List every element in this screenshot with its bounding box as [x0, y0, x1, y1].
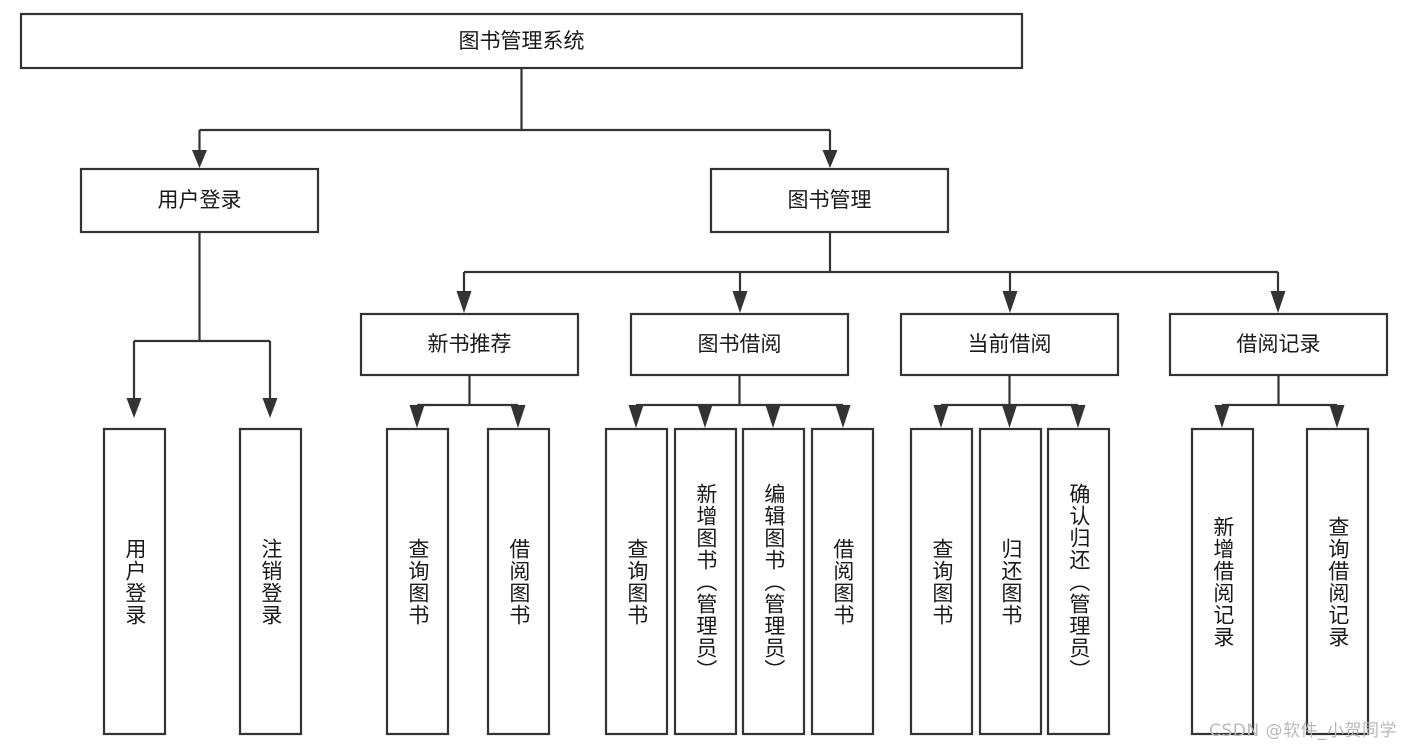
node-box [19, 12, 1024, 70]
node-box [1305, 427, 1370, 736]
node-box [1046, 427, 1111, 736]
node-leaf-borrow-book-2[interactable]: 借阅图书 [810, 427, 875, 736]
node-book-borrow[interactable]: 图书借阅 [629, 312, 850, 377]
node-leaf-user-login[interactable]: 用户登录 [102, 427, 167, 736]
arrow-head-icon [456, 291, 472, 313]
node-book-management[interactable]: 图书管理 [709, 167, 950, 234]
node-label: 归还图书 [998, 537, 1023, 626]
arrow-head-icon [822, 150, 838, 168]
node-leaf-confirm-return-admin[interactable]: 确认归还（管理员） [1046, 427, 1111, 736]
node-label: 查询图书 [405, 537, 430, 626]
node-label: 图书借阅 [698, 332, 782, 356]
node-label: 注销登录 [258, 537, 283, 626]
node-label: 确认归还（管理员） [1066, 482, 1091, 681]
node-box [79, 167, 320, 234]
node-box [385, 427, 450, 736]
node-label: 新增图书（管理员） [693, 482, 718, 681]
node-label: 当前借阅 [968, 332, 1052, 356]
arrow-head-icon [1002, 405, 1017, 428]
node-leaf-add-book-admin[interactable]: 新增图书（管理员） [673, 427, 738, 736]
arrow-head-icon [409, 405, 425, 428]
node-label: 用户登录 [122, 537, 147, 626]
node-label: 查询图书 [624, 537, 649, 626]
arrow-head-icon [1329, 405, 1345, 428]
node-label: 图书管理系统 [459, 29, 585, 53]
arrow-head-icon [835, 405, 851, 428]
node-label: 编辑图书（管理员） [761, 482, 786, 681]
node-box [604, 427, 669, 736]
node-leaf-query-book-1[interactable]: 查询图书 [385, 427, 450, 736]
node-box [1190, 427, 1255, 736]
node-borrow-records[interactable]: 借阅记录 [1168, 312, 1389, 377]
edge-group [126, 68, 1345, 428]
node-label: 新增借阅记录 [1210, 515, 1235, 648]
arrow-head-icon [765, 405, 781, 428]
node-leaf-borrow-book-1[interactable]: 借阅图书 [486, 427, 551, 736]
node-root-book-management-system[interactable]: 图书管理系统 [19, 12, 1024, 70]
node-label: 查询图书 [929, 537, 954, 626]
node-box [238, 427, 303, 736]
node-box [909, 427, 974, 736]
node-box [978, 427, 1043, 736]
node-box [709, 167, 950, 234]
arrow-head-icon [510, 405, 526, 428]
node-box [359, 312, 580, 377]
arrow-head-icon [192, 150, 207, 168]
node-current-borrow[interactable]: 当前借阅 [899, 312, 1120, 377]
arrow-head-icon [262, 398, 278, 418]
node-user-login[interactable]: 用户登录 [79, 167, 320, 234]
node-box [486, 427, 551, 736]
node-box [102, 427, 167, 736]
node-new-book-recommend[interactable]: 新书推荐 [359, 312, 580, 377]
node-label: 用户登录 [158, 188, 242, 212]
node-label: 图书管理 [788, 188, 872, 212]
node-box [629, 312, 850, 377]
node-box [1168, 312, 1389, 377]
node-box [673, 427, 738, 736]
arrow-head-icon [628, 405, 644, 428]
arrow-head-icon [933, 405, 949, 428]
node-box [741, 427, 806, 736]
node-label: 借阅记录 [1237, 332, 1321, 356]
node-label: 借阅图书 [830, 537, 855, 626]
node-label: 查询借阅记录 [1325, 515, 1350, 648]
node-label: 借阅图书 [506, 537, 531, 626]
node-box [810, 427, 875, 736]
arrow-head-icon [732, 291, 748, 313]
arrow-head-icon [1214, 405, 1230, 428]
node-leaf-query-book-3[interactable]: 查询图书 [909, 427, 974, 736]
node-leaf-query-borrow-record[interactable]: 查询借阅记录 [1305, 427, 1370, 736]
node-box [899, 312, 1120, 377]
node-leaf-query-book-2[interactable]: 查询图书 [604, 427, 669, 736]
arrow-head-icon [1002, 291, 1018, 313]
node-leaf-add-borrow-record[interactable]: 新增借阅记录 [1190, 427, 1255, 736]
arrow-head-icon [126, 398, 142, 418]
node-leaf-logout[interactable]: 注销登录 [238, 427, 303, 736]
node-leaf-return-book[interactable]: 归还图书 [978, 427, 1043, 736]
arrow-head-icon [1070, 405, 1086, 428]
node-label: 新书推荐 [428, 332, 512, 356]
arrow-head-icon [1270, 291, 1286, 313]
node-leaf-edit-book-admin[interactable]: 编辑图书（管理员） [741, 427, 806, 736]
arrow-head-icon [697, 405, 713, 428]
